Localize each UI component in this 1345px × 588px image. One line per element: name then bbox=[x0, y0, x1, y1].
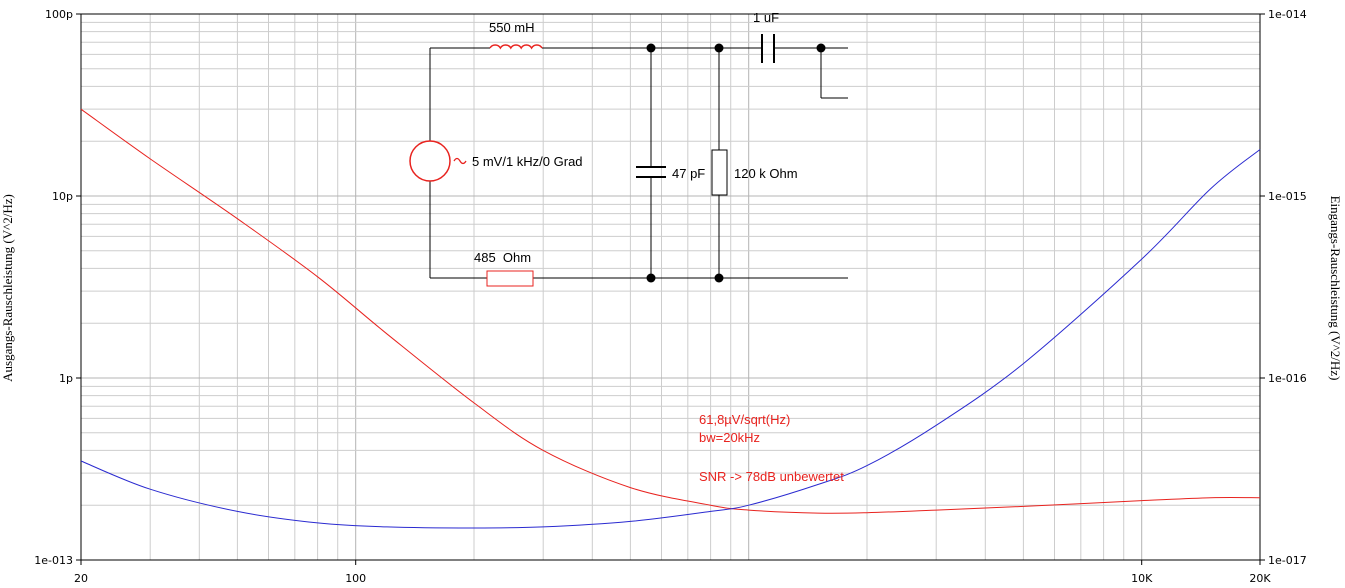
x-axis-ticks: 20 100 10K 20K bbox=[74, 560, 1271, 585]
annotation-snr: SNR -> 78dB unbewertet bbox=[699, 469, 844, 484]
resistor-120k-label: 120 k Ohm bbox=[734, 166, 798, 181]
junction-dot bbox=[816, 43, 826, 53]
left-y-axis-ticks: 1e-013 1p 10p 100p bbox=[34, 8, 81, 567]
junction-dot bbox=[646, 273, 656, 283]
left-y-tick-label: 10p bbox=[52, 190, 73, 203]
series-group bbox=[80, 108, 1261, 529]
x-tick-label: 20K bbox=[1249, 572, 1271, 585]
circuit-schematic: 550 mH 1 uF 5 mV/1 kHz/0 Grad 47 pF 120 … bbox=[409, 10, 848, 287]
series-line-output-noise bbox=[80, 149, 1261, 529]
left-y-tick-label: 100p bbox=[45, 8, 73, 21]
left-y-axis-title: Ausgangs-Rauschleistung (V^2/Hz) bbox=[0, 194, 15, 382]
resistor-485-label: 485 Ohm bbox=[474, 250, 531, 265]
sine-wave-icon bbox=[453, 157, 467, 165]
capacitor-47pf-label: 47 pF bbox=[672, 166, 705, 181]
plot-frame bbox=[80, 13, 1261, 561]
x-tick-label: 100 bbox=[345, 572, 366, 585]
junction-dot bbox=[714, 43, 724, 53]
left-y-tick-label: 1p bbox=[59, 372, 73, 385]
junction-dots bbox=[646, 43, 826, 283]
junction-dot bbox=[646, 43, 656, 53]
right-y-axis-title: Eingangs-Rauschleistung (V^2/Hz) bbox=[1328, 196, 1343, 381]
inductor-label: 550 mH bbox=[489, 20, 535, 35]
capacitor-1uf-label: 1 uF bbox=[753, 10, 779, 25]
series-line-input-noise bbox=[80, 108, 1261, 514]
junction-dot bbox=[714, 273, 724, 283]
source-label: 5 mV/1 kHz/0 Grad bbox=[472, 154, 583, 169]
annotation-bandwidth: bw=20kHz bbox=[699, 430, 760, 445]
right-y-axis-ticks: 1e-017 1e-016 1e-015 1e-014 bbox=[1260, 8, 1307, 567]
right-y-tick-label: 1e-014 bbox=[1268, 8, 1307, 21]
ac-source-symbol bbox=[409, 140, 451, 182]
inductor-symbol bbox=[489, 44, 543, 50]
capacitor-1uf-symbol bbox=[761, 34, 775, 63]
x-tick-label: 20 bbox=[74, 572, 88, 585]
right-y-tick-label: 1e-016 bbox=[1268, 372, 1307, 385]
annotation-noise-density: 61,8µV/sqrt(Hz) bbox=[699, 412, 790, 427]
capacitor-47pf-symbol bbox=[636, 166, 666, 178]
right-y-tick-label: 1e-017 bbox=[1268, 554, 1307, 567]
right-y-tick-label: 1e-015 bbox=[1268, 190, 1307, 203]
resistor-485-symbol bbox=[486, 270, 534, 287]
grid bbox=[81, 14, 1260, 560]
left-y-tick-label: 1e-013 bbox=[34, 554, 73, 567]
plot-area-border bbox=[80, 13, 1261, 561]
x-tick-label: 10K bbox=[1131, 572, 1153, 585]
resistor-120k-symbol bbox=[711, 149, 728, 196]
